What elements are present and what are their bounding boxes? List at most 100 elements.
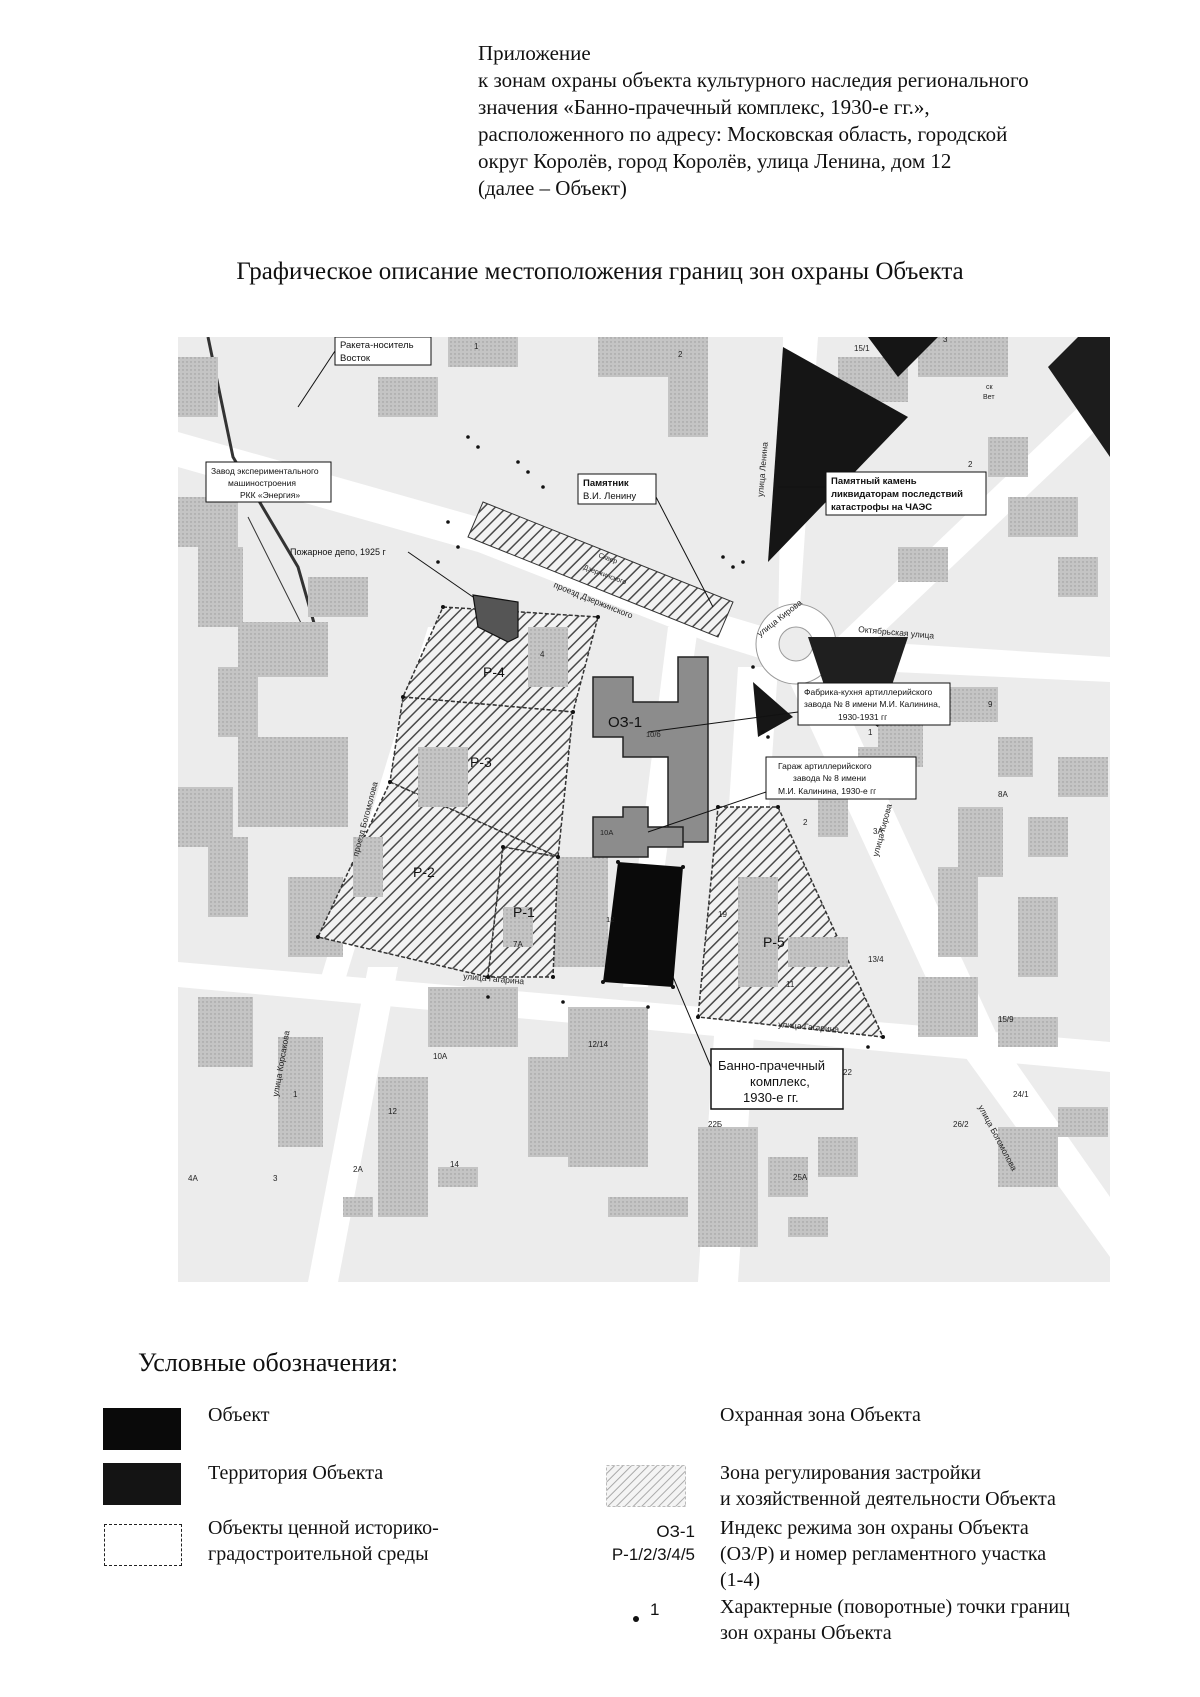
legend-index-line: (1-4) bbox=[720, 1569, 760, 1591]
zone-label-p1: Р-1 bbox=[513, 904, 535, 920]
svg-text:9: 9 bbox=[988, 700, 993, 709]
header-line: округ Королёв, город Королёв, улица Лени… bbox=[478, 149, 952, 173]
svg-text:ск: ск bbox=[986, 384, 994, 391]
svg-text:10А: 10А bbox=[600, 828, 613, 837]
svg-text:3: 3 bbox=[273, 1174, 278, 1183]
legend-point-dot bbox=[633, 1616, 639, 1622]
triangle-park bbox=[753, 682, 793, 737]
callout-factory-kitchen: завода № 8 имени М.И. Калинина, bbox=[804, 699, 940, 709]
callout-plant: РКК «Энергия» bbox=[240, 490, 300, 500]
callout-bathhouse: комплекс, bbox=[750, 1074, 810, 1089]
svg-text:19: 19 bbox=[718, 910, 727, 919]
svg-text:11: 11 bbox=[786, 980, 795, 989]
roundabout-center bbox=[778, 626, 814, 662]
svg-text:25А: 25А bbox=[793, 1173, 808, 1182]
callout-memorial-stone: ликвидаторам последствий bbox=[831, 489, 963, 500]
svg-text:15/1: 15/1 bbox=[854, 344, 870, 353]
callout-lenin-monument: Памятник bbox=[583, 478, 629, 489]
memorial-square bbox=[768, 347, 908, 562]
legend-swatch-valuable bbox=[104, 1524, 182, 1566]
protection-zone-oz1 bbox=[592, 656, 709, 843]
svg-text:14: 14 bbox=[450, 1160, 459, 1169]
svg-text:26/2: 26/2 bbox=[953, 1120, 969, 1129]
legend-regulation-label: Зона регулирования застройки и хозяйстве… bbox=[720, 1460, 1056, 1512]
zone-label-p2: Р-2 bbox=[413, 864, 435, 880]
callout-bathhouse: 1930-е гг. bbox=[743, 1090, 799, 1105]
legend-point-sample: 1 bbox=[650, 1600, 660, 1619]
svg-text:8А: 8А bbox=[998, 790, 1008, 799]
header-line: к зонам охраны объекта культурного насле… bbox=[478, 68, 1029, 92]
svg-text:22: 22 bbox=[843, 1068, 852, 1077]
legend-regulation-line: Зона регулирования застройки bbox=[720, 1462, 981, 1484]
zone-label-p5: Р-5 bbox=[763, 934, 785, 950]
object-bathhouse bbox=[603, 862, 683, 987]
zone-park-hatch bbox=[467, 501, 734, 638]
map-area: Ракета-носитель Восток Завод эксперимент… bbox=[178, 337, 1110, 1282]
svg-text:Вет: Вет bbox=[983, 394, 995, 401]
callout-factory-kitchen: Фабрика-кухня артиллерийского bbox=[804, 687, 932, 697]
callout-bathhouse: Банно-прачечный bbox=[718, 1058, 825, 1073]
legend-point-line: зон охраны Объекта bbox=[720, 1622, 892, 1644]
callout-fire-depot: Пожарное депо, 1925 г bbox=[290, 547, 387, 557]
boundary-points bbox=[316, 435, 885, 1049]
svg-text:2: 2 bbox=[968, 460, 973, 469]
legend-valuable-label: Объекты ценной историко- градостроительн… bbox=[208, 1515, 439, 1567]
svg-text:1: 1 bbox=[293, 1090, 298, 1099]
legend-index-sample-line: ОЗ-1 bbox=[656, 1522, 695, 1541]
header-line: Приложение bbox=[478, 41, 591, 65]
svg-text:3: 3 bbox=[943, 337, 948, 344]
legend-territory-label: Территория Объекта bbox=[208, 1462, 384, 1484]
legend-swatch-regulation bbox=[606, 1465, 686, 1507]
legend-swatch-territory bbox=[103, 1463, 181, 1505]
svg-text:13/4: 13/4 bbox=[868, 955, 884, 964]
callout-rocket: Ракета-носитель bbox=[340, 340, 414, 351]
callout-garage: Гараж артиллерийского bbox=[778, 761, 872, 771]
svg-text:2: 2 bbox=[678, 350, 683, 359]
zone-label-p4: Р-4 bbox=[483, 664, 505, 680]
legend-regulation-line: и хозяйственной деятельности Объекта bbox=[720, 1488, 1056, 1510]
callout-rocket: Восток bbox=[340, 353, 371, 364]
callout-memorial-stone: Памятный камень bbox=[831, 476, 917, 487]
svg-text:12: 12 bbox=[388, 1107, 397, 1116]
document-header: Приложение к зонам охраны объекта культу… bbox=[478, 40, 1158, 202]
legend-index-sample: ОЗ-1 Р-1/2/3/4/5 bbox=[580, 1520, 695, 1566]
svg-text:15/9: 15/9 bbox=[998, 1015, 1014, 1024]
callout-plant: Завод экспериментального bbox=[211, 466, 319, 476]
callout-factory-kitchen: 1930-1931 гг bbox=[838, 712, 887, 722]
svg-text:2: 2 bbox=[803, 818, 808, 827]
legend-index-line: (ОЗ/Р) и номер регламентного участка bbox=[720, 1543, 1047, 1565]
svg-text:1: 1 bbox=[474, 342, 479, 351]
svg-text:10А: 10А bbox=[433, 1052, 448, 1061]
svg-text:22Б: 22Б bbox=[708, 1120, 722, 1129]
legend-point-label: Характерные (поворотные) точки границ зо… bbox=[720, 1594, 1070, 1646]
callout-garage: М.И. Калинина, 1930-е гг bbox=[778, 786, 876, 796]
zone-labels: Р-4 Р-3 Р-2 Р-1 ОЗ-1 Р-5 bbox=[413, 664, 785, 950]
header-line: (далее – Объект) bbox=[478, 176, 627, 200]
legend-object-label: Объект bbox=[208, 1404, 270, 1426]
zone-label-oz1: ОЗ-1 bbox=[608, 714, 642, 731]
svg-text:12: 12 bbox=[606, 915, 614, 924]
zone-p2 bbox=[316, 781, 559, 978]
svg-text:7А: 7А bbox=[513, 940, 523, 949]
garage-building bbox=[592, 806, 684, 858]
svg-text:1: 1 bbox=[868, 728, 873, 737]
callout-plant: машиностроения bbox=[228, 478, 296, 488]
callout-garage: завода № 8 имени bbox=[793, 773, 866, 783]
svg-text:10/б: 10/б bbox=[646, 730, 661, 739]
legend-swatch-object bbox=[103, 1408, 181, 1450]
header-line: значения «Банно-прачечный комплекс, 1930… bbox=[478, 95, 930, 119]
fire-depot-building bbox=[472, 594, 519, 643]
callout-lenin-monument: В.И. Ленину bbox=[583, 491, 636, 502]
zone-p3 bbox=[389, 696, 574, 859]
header-line: расположенного по адресу: Московская обл… bbox=[478, 122, 1008, 146]
zone-label-p3: Р-3 bbox=[470, 754, 492, 770]
callouts: Ракета-носитель Восток Завод эксперимент… bbox=[205, 337, 987, 1110]
legend-index-sample-line: Р-1/2/3/4/5 bbox=[611, 1545, 695, 1564]
page-title: Графическое описание местоположения гран… bbox=[236, 258, 964, 285]
legend-valuable-line: Объекты ценной историко- bbox=[208, 1517, 439, 1539]
building-numbers: 1 2 15/1 3 10/б 10А 12 2 19 13/4 11 15/9… bbox=[188, 337, 1029, 1183]
svg-text:24/1: 24/1 bbox=[1013, 1090, 1029, 1099]
svg-text:12/14: 12/14 bbox=[588, 1040, 609, 1049]
legend-index-line: Индекс режима зон охраны Объекта bbox=[720, 1517, 1029, 1539]
svg-text:4А: 4А bbox=[188, 1174, 198, 1183]
